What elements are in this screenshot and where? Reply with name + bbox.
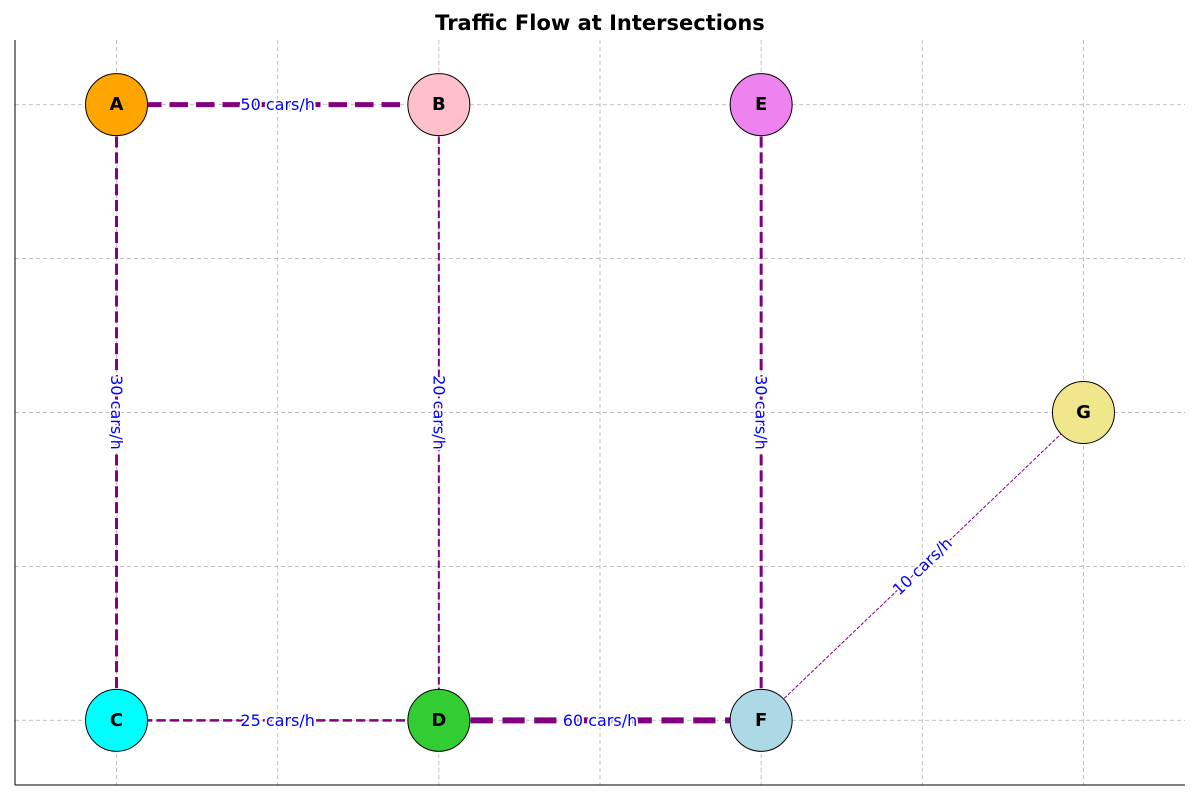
node-label-F: F [755,710,767,731]
node-label-G: G [1076,402,1091,423]
node-circle-D [407,688,471,752]
node-layer: A B E G C D F [85,73,1115,752]
node-A: A [85,73,149,137]
edge-label-C-D: 25 cars/h [240,711,315,730]
node-label-C: C [110,710,123,731]
edge-label-E-F: 30 cars/h [752,375,771,450]
node-D: D [407,688,471,752]
node-circle-F [729,688,793,752]
node-label-D: D [431,710,446,731]
diagram-title: Traffic Flow at Intersections [435,11,765,35]
node-circle-G [1051,381,1115,444]
node-B: B [407,73,471,137]
edge-label-D-F: 60 cars/h [563,711,638,730]
node-circle-A [85,73,149,137]
edge-label-A-B: 50 cars/h [240,95,315,114]
node-circle-B [407,73,471,137]
edge-label-A-C: 30 cars/h [107,375,126,450]
grid-layer [15,40,1185,785]
node-F: F [729,688,793,752]
node-circle-C [85,688,149,752]
node-E: E [729,73,793,137]
axes-layer [14,40,1185,786]
node-G: G [1051,381,1115,444]
edge-F-G [760,412,1084,721]
node-C: C [85,688,149,752]
node-label-E: E [755,94,767,115]
edge-label-B-D: 20 cars/h [429,375,448,450]
node-label-A: A [110,94,124,115]
node-circle-E [729,73,793,137]
node-label-B: B [432,94,446,115]
edge-layer [115,102,1084,724]
